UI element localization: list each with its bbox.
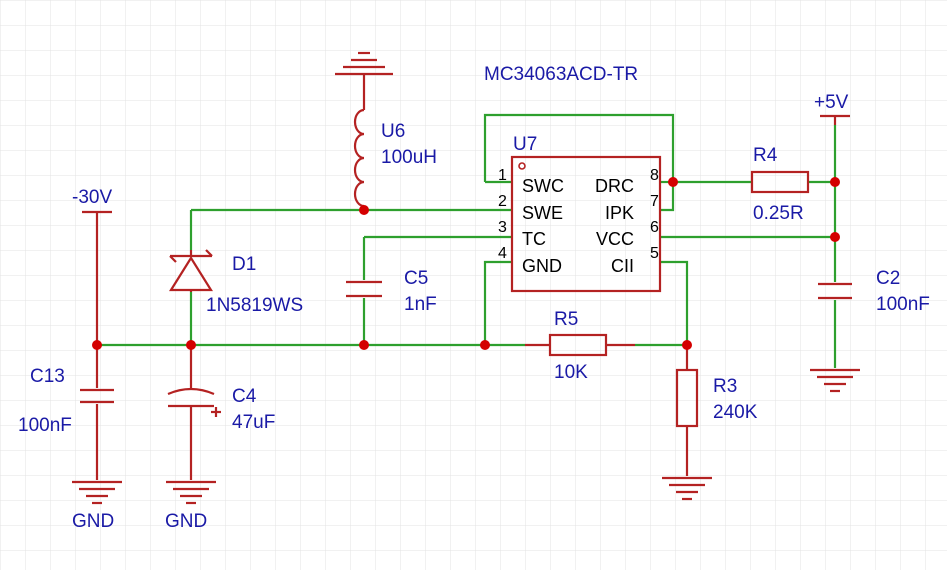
pin-num-5: 5 <box>650 245 659 262</box>
junction-r4-5v <box>830 177 840 187</box>
pin-name-swe: SWE <box>522 203 563 223</box>
pin-num-8: 8 <box>650 167 659 184</box>
r3-symbol <box>662 345 712 501</box>
d1-value: 1N5819WS <box>206 295 303 316</box>
chip-designator: U7 <box>513 134 537 155</box>
u6-value: 100uH <box>381 147 437 168</box>
pin-name-swc: SWC <box>522 176 564 196</box>
gnd1-symbol <box>72 480 122 505</box>
pos5v-label: +5V <box>814 92 849 113</box>
c5-designator: C5 <box>404 268 428 289</box>
r4-value: 0.25R <box>753 203 804 224</box>
r4-symbol <box>750 170 810 194</box>
c4-value: 47uF <box>232 412 275 433</box>
c13-designator: C13 <box>30 366 65 387</box>
c2-value: 100nF <box>876 294 930 315</box>
junction-c5 <box>359 340 369 350</box>
junctions <box>92 177 840 350</box>
pos5v-symbol <box>820 114 850 125</box>
r3-value: 240K <box>713 402 758 423</box>
pin-name-gnd: GND <box>522 256 562 276</box>
junction-c13 <box>92 340 102 350</box>
gnd2-symbol <box>166 480 216 505</box>
neg30v-label: -30V <box>72 187 112 208</box>
wire-pin4 <box>483 260 512 345</box>
r3-designator: R3 <box>713 376 737 397</box>
wire-loop <box>483 113 675 212</box>
r5-value: 10K <box>554 362 588 383</box>
c13-value: 100nF <box>18 415 72 436</box>
neg30v-symbol <box>82 210 112 345</box>
junction-vcc <box>830 232 840 242</box>
c2-designator: C2 <box>876 268 900 289</box>
r5-designator: R5 <box>554 309 578 330</box>
c4-designator: C4 <box>232 386 257 407</box>
chip-pins: 1 2 3 4 SWC SWE TC GND 8 7 6 5 DRC IPK V… <box>498 167 659 276</box>
junction-pin8 <box>668 177 678 187</box>
junction-c4 <box>186 340 196 350</box>
pin-name-ipk: IPK <box>605 203 634 223</box>
pin-name-drc: DRC <box>595 176 634 196</box>
r4-designator: R4 <box>753 145 778 166</box>
c5-value: 1nF <box>404 294 437 315</box>
pin-num-2: 2 <box>498 193 507 210</box>
r5-symbol <box>525 333 635 357</box>
u6-designator: U6 <box>381 121 405 142</box>
junction-r3 <box>682 340 692 350</box>
pin-num-6: 6 <box>650 219 659 236</box>
c5-symbol <box>346 280 382 298</box>
gnd2-label: GND <box>165 511 207 532</box>
junction-pin4 <box>480 340 490 350</box>
d1-designator: D1 <box>232 254 256 275</box>
junction-inductor <box>359 205 369 215</box>
wire-pin5 <box>660 260 689 345</box>
chip-part-number: MC34063ACD-TR <box>484 64 638 85</box>
pin-name-vcc: VCC <box>596 229 634 249</box>
labels: MC34063ACD-TR U7 U6 100uH D1 1N5819WS C5… <box>18 64 930 532</box>
pin-num-7: 7 <box>650 193 659 210</box>
pin-name-cii: CII <box>611 256 634 276</box>
c13-symbol <box>80 345 114 480</box>
pin-num-4: 4 <box>498 245 507 262</box>
pin-num-3: 3 <box>498 219 507 236</box>
pin-num-1: 1 <box>498 167 507 184</box>
u7-chip <box>510 155 662 293</box>
u6-symbol <box>335 51 393 210</box>
d1-symbol <box>169 249 213 292</box>
pin-name-tc: TC <box>522 229 546 249</box>
c4-symbol <box>167 345 221 480</box>
c2-symbol <box>810 282 860 393</box>
components <box>72 51 860 505</box>
gnd1-label: GND <box>72 511 114 532</box>
